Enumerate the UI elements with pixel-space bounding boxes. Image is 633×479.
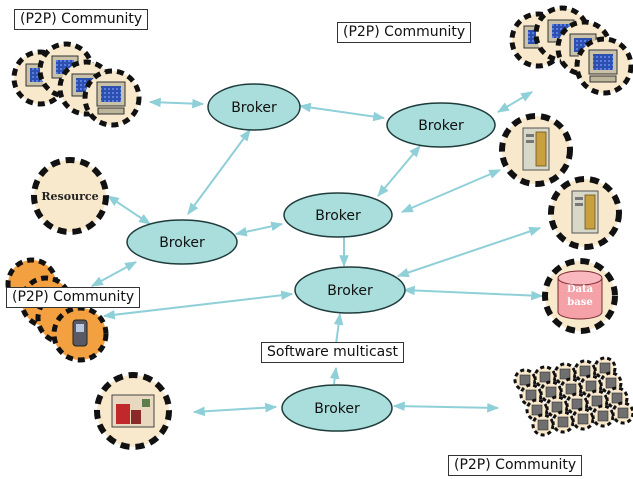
broker-left: Broker (126, 219, 238, 265)
broker-mid: Broker (294, 266, 406, 314)
community-phone-cluster-left (5, 257, 109, 363)
broker-top-left: Broker (207, 83, 301, 131)
link-broker-bottom-community-br (392, 401, 500, 413)
broker-label: Broker (327, 283, 373, 299)
label-software-multicast: Software multicast (261, 342, 405, 363)
broker-top-right: Broker (386, 102, 496, 148)
pc-node (82, 68, 142, 128)
image-node (94, 372, 172, 450)
broker-label: Broker (231, 100, 277, 116)
pc-node (574, 36, 633, 96)
server-node-1 (499, 113, 573, 187)
link-broker-tr-community-tr (496, 91, 534, 113)
link-broker-mid-server2 (396, 226, 542, 278)
database-label-2: base (567, 297, 592, 308)
link-broker-tl-broker-left (187, 129, 251, 215)
grid-node (551, 410, 575, 434)
label-community-bottom-right: (P2P) Community (448, 455, 583, 476)
link-broker-mid-community-left (102, 290, 294, 320)
database-icon (557, 270, 603, 320)
database-label-1: Data (567, 284, 594, 295)
link-resource-broker-left (107, 195, 151, 225)
broker-label: Broker (159, 235, 205, 251)
label-community-left: (P2P) Community (6, 287, 141, 308)
broker-label: Broker (314, 401, 360, 417)
broker-label: Broker (315, 208, 361, 224)
server-node-2 (548, 176, 622, 250)
server-icon (522, 127, 550, 171)
broker-center: Broker (283, 192, 393, 238)
grid-node (611, 401, 633, 425)
link-broker-left-broker-center (234, 221, 284, 237)
label-community-top-left: (P2P) Community (14, 9, 149, 30)
database-node: Data base (542, 258, 618, 334)
link-broker-bottom-multicast (329, 366, 340, 385)
link-image-broker-bottom (192, 402, 278, 417)
broker-label: Broker (418, 118, 464, 134)
resource-node: Resource (31, 157, 109, 235)
link-community-tl-broker (148, 97, 205, 109)
label-community-top-right: (P2P) Community (337, 22, 472, 43)
server-icon (571, 190, 599, 234)
phone-icon (72, 319, 88, 347)
link-broker-mid-database (402, 285, 544, 301)
link-broker-left-community-left (90, 261, 138, 287)
broker-bottom: Broker (281, 384, 393, 432)
photo-icon (111, 394, 155, 428)
resource-label: Resource (41, 190, 98, 203)
community-node-grid-bottom-right (513, 356, 633, 437)
community-pc-cluster-top-left (11, 41, 142, 128)
link-multicast-broker-mid (333, 312, 344, 345)
connections (90, 91, 544, 417)
community-pc-cluster-top-right (509, 5, 633, 96)
grid-node (531, 413, 555, 437)
grid-node (571, 407, 595, 431)
link-broker-center-server1 (400, 169, 502, 213)
grid-node (591, 404, 615, 428)
link-broker-tr-broker-center (377, 145, 421, 197)
link-broker-tl-broker-tr (298, 102, 386, 122)
